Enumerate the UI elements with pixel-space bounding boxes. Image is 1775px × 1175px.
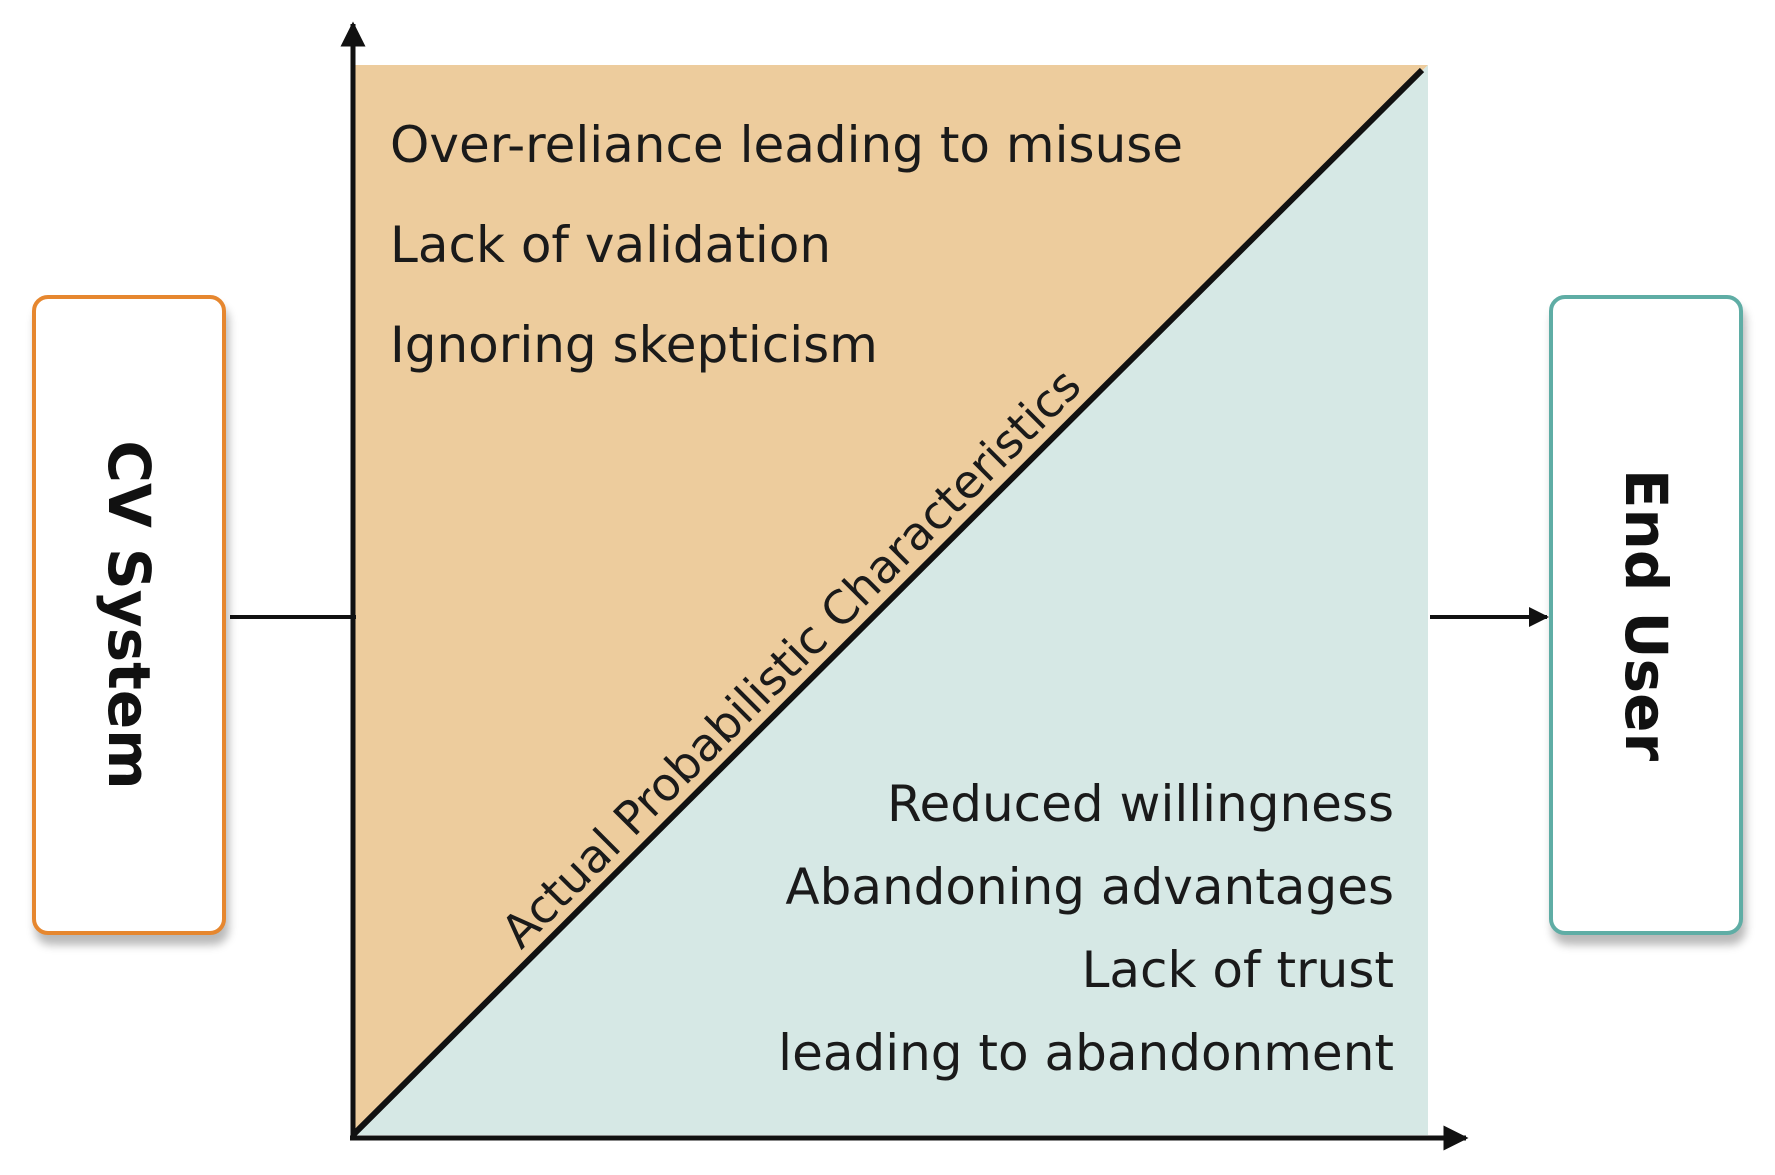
diagonal-line (350, 67, 1425, 1138)
end-user-label: End User (1612, 468, 1680, 762)
upper-item-1: Over-reliance leading to misuse (390, 116, 1184, 174)
lower-item-3: Lack of trust (1081, 941, 1394, 999)
upper-item-3: Ignoring skepticism (390, 316, 878, 374)
upper-item-2: Lack of validation (390, 216, 832, 274)
lower-item-1: Reduced willingness (886, 775, 1394, 833)
lower-item-4: leading to abandonment (778, 1024, 1394, 1082)
end-user-box: End User (1549, 295, 1743, 935)
cv-system-label: CV System (95, 440, 163, 790)
lower-item-2: Abandoning advantages (785, 858, 1394, 916)
cv-system-box: CV System (32, 295, 226, 935)
